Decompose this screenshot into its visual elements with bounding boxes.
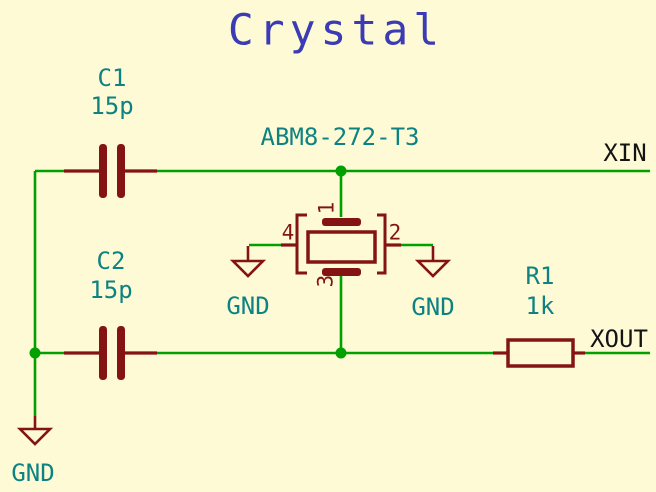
c2-value[interactable]: 15p [89,276,133,304]
net-label-xin[interactable]: XIN [603,139,647,167]
gnd-symbol-left[interactable] [229,246,267,278]
junction-dot [29,347,41,359]
gnd-label-left[interactable]: GND [226,292,270,320]
junction-dot [335,347,347,359]
crystal-pin-number-2: 2 [388,220,402,245]
wire-layer [33,169,650,416]
junction-dot [335,165,347,177]
crystal-pin-number-1: 1 [314,201,339,215]
sheet-title[interactable]: Crystal [227,5,445,56]
crystal-symbol[interactable] [281,213,401,276]
r1-value[interactable]: 1k [525,292,555,320]
crystal-value[interactable]: ABM8-272-T3 [260,123,420,151]
gnd-symbol-bottom[interactable] [16,416,54,446]
resistor-r1-symbol[interactable] [493,338,585,368]
gnd-symbol-right[interactable] [414,246,452,278]
net-label-xout[interactable]: XOUT [590,325,648,353]
junction-layer [29,165,347,359]
c1-value[interactable]: 15p [90,92,134,120]
crystal-pin-number-4: 4 [281,220,295,245]
gnd-label-bottom[interactable]: GND [11,459,55,487]
capacitor-c1-symbol[interactable] [64,144,157,198]
crystal-pin-number-3: 3 [313,274,338,288]
c2-reference[interactable]: C2 [96,247,126,275]
c1-reference[interactable]: C1 [97,64,127,92]
capacitor-c2-symbol[interactable] [64,326,157,380]
r1-reference[interactable]: R1 [525,262,555,290]
gnd-label-right[interactable]: GND [411,293,455,321]
